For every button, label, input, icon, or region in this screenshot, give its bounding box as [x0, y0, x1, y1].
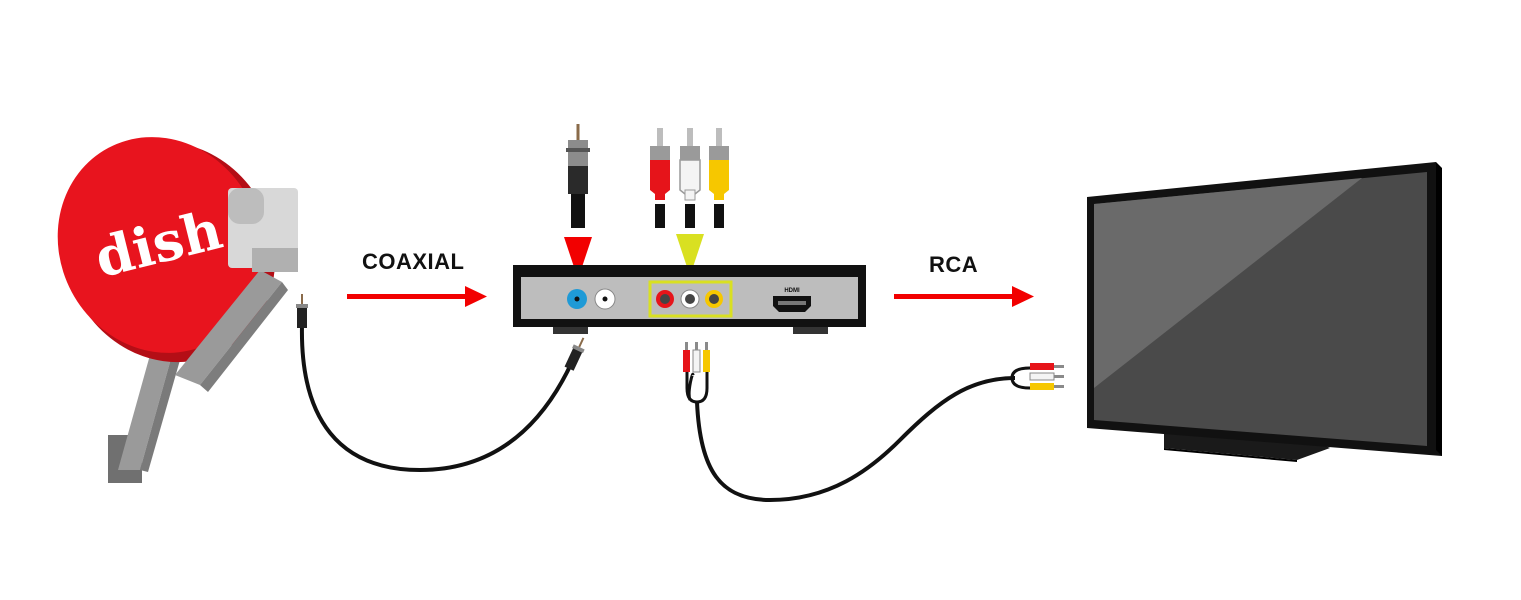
rca-plugs-icon [650, 128, 729, 276]
receiver-box-icon: HDMI [513, 265, 866, 334]
rca-cable [683, 342, 1064, 503]
tv-screen-glare [1094, 178, 1362, 388]
coaxial-plug-icon [564, 124, 592, 279]
flat-screen-tv-icon [1087, 162, 1442, 462]
dish-mount-arm [118, 355, 172, 470]
rca-port-group [648, 280, 733, 318]
coax-down-arrow [564, 237, 592, 279]
lnb-icon [228, 188, 298, 272]
feed-arm [175, 270, 282, 385]
dish-reflector [57, 137, 263, 353]
coaxial-cable [296, 294, 585, 473]
hdmi-port-label: HDMI [784, 288, 800, 294]
coaxial-label: COAXIAL [362, 249, 465, 274]
coaxial-arrow [347, 286, 487, 307]
rca-arrow [894, 286, 1034, 307]
satellite-dish-icon: dish [57, 137, 298, 483]
rca-down-arrow [676, 234, 704, 276]
rca-label: RCA [929, 252, 979, 277]
hdmi-port-icon: HDMI [773, 288, 811, 312]
